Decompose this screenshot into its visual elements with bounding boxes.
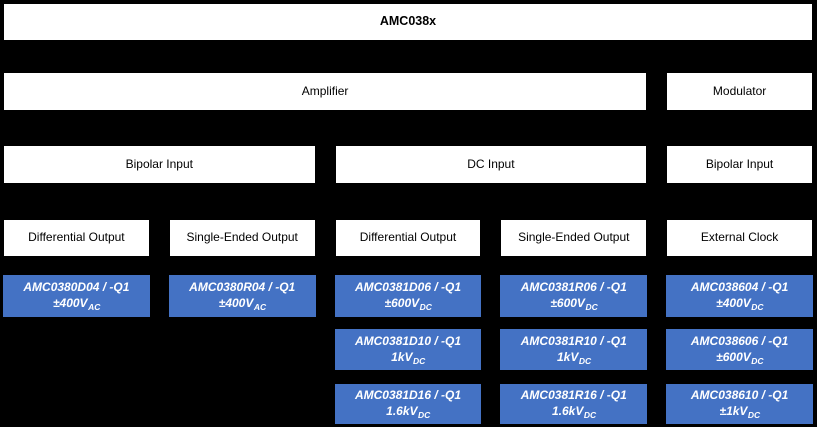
row-device-type: Amplifier Modulator — [3, 72, 813, 111]
modulator-label: Modulator — [712, 83, 767, 98]
amplifier-box: Amplifier — [3, 72, 648, 111]
part-name: AMC0381R06 / -Q1 — [520, 280, 627, 295]
single-ended-output-1-label: Single-Ended Output — [186, 230, 298, 245]
part-rating: ±600VDC — [716, 349, 764, 366]
bipolar-input-right-label: Bipolar Input — [705, 156, 774, 171]
bipolar-input-left-label: Bipolar Input — [125, 156, 193, 171]
part-rating: 1.6kVDC — [386, 404, 431, 420]
part-rating: ±400VDC — [716, 296, 764, 312]
rating-subscript: DC — [418, 410, 431, 420]
single-ended-output-2-label: Single-Ended Output — [518, 230, 630, 245]
rating-subscript: DC — [751, 302, 764, 312]
part-box-amc038604: AMC038604 / -Q1 ±400VDC — [666, 275, 813, 317]
rating-subscript: DC — [578, 355, 592, 366]
rating-subscript: DC — [751, 355, 764, 366]
part-rating: ±600VDC — [550, 296, 598, 312]
row-input-type: Bipolar Input DC Input Bipolar Input — [3, 145, 813, 184]
part-name: AMC0381D06 / -Q1 — [354, 280, 462, 295]
part-name: AMC0381D16 / -Q1 — [354, 388, 462, 403]
part-box-amc0381d06: AMC0381D06 / -Q1 ±600VDC — [334, 275, 482, 317]
row-family: AMC038x — [3, 3, 813, 41]
rating-subscript: DC — [413, 355, 426, 366]
dc-input-label: DC Input — [467, 156, 515, 171]
part-box-amc038606: AMC038606 / -Q1 ±600VDC — [666, 329, 813, 370]
row-output-type: Differential Output Single-Ended Output … — [3, 219, 813, 257]
differential-output-1-label: Differential Output — [28, 230, 125, 245]
modulator-box: Modulator — [666, 72, 813, 111]
rating-subscript: AC — [253, 302, 267, 312]
external-clock-box: External Clock — [666, 219, 813, 257]
part-rating: 1kVDC — [556, 349, 592, 366]
rating-subscript: AC — [88, 302, 101, 312]
part-name: AMC038604 / -Q1 — [690, 280, 789, 295]
row-parts-3: AMC0381D16 / -Q1 1.6kVDC AMC0381R16 / -Q… — [3, 384, 813, 424]
part-box-amc0381d16: AMC0381D16 / -Q1 1.6kVDC — [334, 384, 482, 424]
part-name: AMC038610 / -Q1 — [690, 388, 789, 403]
part-rating: ±600VDC — [384, 296, 432, 312]
part-name: AMC0381R10 / -Q1 — [520, 333, 627, 348]
part-box-amc0381r06: AMC0381R06 / -Q1 ±600VDC — [500, 275, 648, 317]
single-ended-output-2-box: Single-Ended Output — [500, 219, 648, 257]
rating-subscript: DC — [583, 410, 597, 420]
dc-input-box: DC Input — [334, 145, 648, 184]
part-box-amc0381d10: AMC0381D10 / -Q1 1kVDC — [334, 329, 482, 370]
part-name: AMC0380R04 / -Q1 — [189, 280, 296, 295]
part-box-amc0381r10: AMC0381R10 / -Q1 1kVDC — [500, 329, 648, 370]
family-root-label: AMC038x — [379, 14, 437, 29]
family-root-box: AMC038x — [3, 3, 813, 41]
part-rating: 1kVDC — [391, 349, 426, 366]
part-rating: ±1kVDC — [719, 404, 761, 420]
differential-output-2-box: Differential Output — [334, 219, 482, 257]
rating-subscript: DC — [419, 302, 432, 312]
amplifier-label: Amplifier — [301, 83, 349, 98]
differential-output-2-label: Differential Output — [359, 230, 457, 245]
part-box-amc0380d04: AMC0380D04 / -Q1 ±400VAC — [3, 275, 150, 317]
part-rating: ±400VAC — [52, 296, 101, 312]
bipolar-input-left-box: Bipolar Input — [3, 145, 316, 184]
part-box-amc0380r04: AMC0380R04 / -Q1 ±400VAC — [168, 275, 316, 317]
bipolar-input-right-box: Bipolar Input — [666, 145, 813, 184]
external-clock-label: External Clock — [700, 230, 779, 245]
part-name: AMC0381R16 / -Q1 — [520, 388, 627, 403]
part-rating: 1.6kVDC — [551, 404, 597, 420]
row-parts-2: AMC0381D10 / -Q1 1kVDC AMC0381R10 / -Q1 … — [3, 329, 813, 370]
single-ended-output-1-box: Single-Ended Output — [168, 219, 316, 257]
part-rating: ±400VAC — [218, 296, 267, 312]
part-box-amc038610: AMC038610 / -Q1 ±1kVDC — [666, 384, 813, 424]
row-parts-1: AMC0380D04 / -Q1 ±400VAC AMC0380R04 / -Q… — [3, 275, 813, 317]
rating-subscript: DC — [747, 410, 761, 420]
part-name: AMC038606 / -Q1 — [690, 333, 789, 348]
part-name: AMC0381D10 / -Q1 — [354, 333, 462, 348]
part-box-amc0381r16: AMC0381R16 / -Q1 1.6kVDC — [500, 384, 648, 424]
differential-output-1-box: Differential Output — [3, 219, 150, 257]
part-name: AMC0380D04 / -Q1 — [23, 280, 130, 295]
rating-subscript: DC — [585, 302, 598, 312]
